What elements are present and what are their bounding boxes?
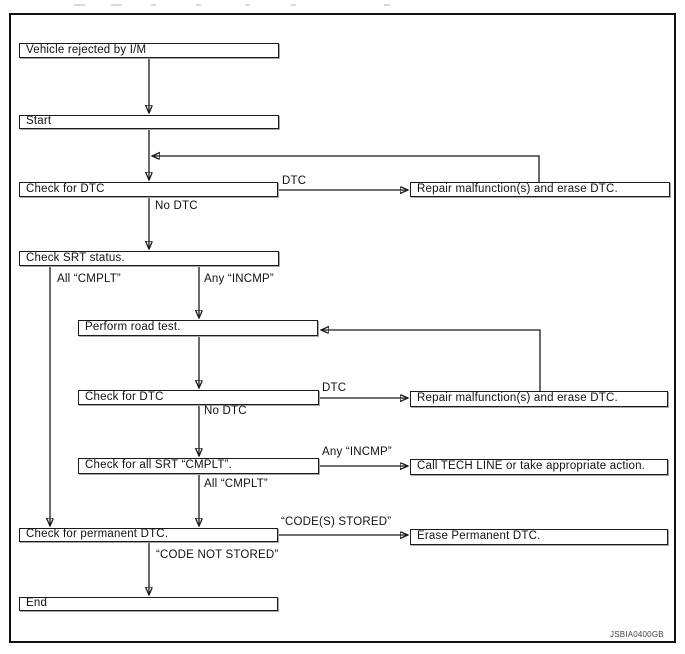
node-check-for-dtc-2: Check for DTC xyxy=(78,390,319,405)
edge-label-no-dtc-1: No DTC xyxy=(155,200,198,212)
node-repair-malfunction-1: Repair malfunction(s) and erase DTC. xyxy=(410,182,670,197)
node-perform-road-test: Perform road test. xyxy=(78,320,318,336)
edge-label-code-not-stored: “CODE NOT STORED” xyxy=(156,549,279,561)
node-check-permanent-dtc: Check for permanent DTC. xyxy=(19,528,278,542)
diagram-border xyxy=(9,13,676,643)
edge-label-any-incmp-1: Any “INCMP” xyxy=(204,273,274,285)
node-vehicle-rejected: Vehicle rejected by I/M xyxy=(19,43,279,58)
node-repair-malfunction-2: Repair malfunction(s) and erase DTC. xyxy=(410,391,668,407)
edge-label-all-cmplt-1: All “CMPLT” xyxy=(57,273,121,285)
node-erase-permanent-dtc: Erase Permanent DTC. xyxy=(410,529,668,545)
node-call-tech-line: Call TECH LINE or take appropriate actio… xyxy=(410,459,668,475)
edge-label-all-cmplt-2: All “CMPLT” xyxy=(204,478,268,490)
figure-code: JSBIA0400GB xyxy=(610,630,664,639)
edge-label-any-incmp-2: Any “INCMP” xyxy=(322,446,392,458)
node-end: End xyxy=(19,597,278,611)
edge-label-no-dtc-2: No DTC xyxy=(204,405,247,417)
edge-label-dtc-1: DTC xyxy=(282,175,307,187)
edge-label-dtc-2: DTC xyxy=(322,382,347,394)
node-check-all-srt-cmplt: Check for all SRT “CMPLT”. xyxy=(78,458,319,474)
node-check-srt-status: Check SRT status. xyxy=(19,251,279,266)
node-check-for-dtc-1: Check for DTC xyxy=(19,182,278,197)
node-start: Start xyxy=(19,115,279,129)
edge-label-codes-stored: “CODE(S) STORED” xyxy=(281,516,392,528)
